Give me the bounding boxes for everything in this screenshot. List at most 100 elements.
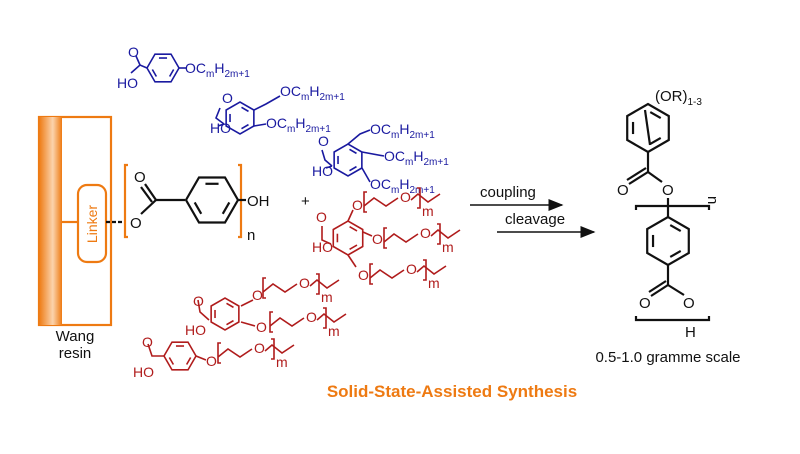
product-acid-carbonyl-o: O (639, 295, 651, 312)
acid-ho: HO (312, 239, 333, 255)
resin-bound-monomer: O O OH n (106, 163, 270, 244)
peg-oxygen: O (306, 309, 317, 325)
ether-oxygen: O (252, 287, 263, 303)
peg-bracket-right (423, 259, 427, 281)
acid-ho: HO (117, 75, 138, 91)
double-bond (669, 224, 682, 233)
acid-o: O (316, 209, 327, 225)
peg-repeat-m: m (428, 275, 440, 291)
peg-terminal (416, 264, 447, 275)
bond (321, 226, 332, 245)
peg-bracket-left (369, 263, 373, 285)
reaction-arrows: coupling cleavage (470, 184, 596, 238)
bond (347, 129, 371, 145)
bond (626, 167, 647, 181)
bond (195, 355, 207, 361)
double-bond (349, 225, 358, 232)
double-bond (349, 244, 358, 251)
bond (347, 254, 357, 268)
scale-label: 0.5-1.0 gramme scale (595, 349, 740, 366)
bond (147, 343, 164, 357)
peg-terminal (309, 278, 340, 289)
product-bracket-top (634, 204, 711, 210)
scheme-title: Solid-State-Assisted Synthesis (327, 382, 577, 401)
ether-oxygen: O (372, 231, 383, 247)
product-polyester: (OR)1-3 O O n O O H 0.5-1.0 gramme scale (595, 88, 740, 366)
double-bond (649, 136, 662, 145)
carbonyl-oxygen: O (134, 169, 146, 186)
bond (144, 183, 157, 201)
alkoxy-chain-2a: OCmH2m+1 (280, 83, 345, 103)
bond (648, 280, 667, 293)
peg-bracket-right (316, 273, 320, 295)
bond (667, 284, 685, 296)
acid-o: O (142, 334, 153, 350)
product-acid-o: O (683, 295, 695, 312)
alkoxy-chain-3c: OCmH2m+1 (370, 176, 435, 196)
peg-chain (217, 348, 253, 358)
hydroxyl-label: OH (247, 193, 270, 210)
bond (628, 171, 649, 185)
bond (361, 167, 371, 183)
peg-oxygen: O (406, 261, 417, 277)
bond (240, 299, 254, 307)
peg-repeat-m: m (442, 239, 454, 255)
bond (135, 55, 141, 66)
repeat-index-n: n (247, 227, 255, 244)
peg-repeat-m: m (328, 323, 340, 339)
acid-ho: HO (312, 163, 333, 179)
substituent-label: (OR)1-3 (655, 88, 702, 108)
peg-bracket-left (363, 191, 367, 213)
double-bond (241, 106, 249, 113)
product-ester-o: O (662, 182, 674, 199)
bond (643, 109, 652, 146)
double-bond (151, 69, 158, 77)
bond (253, 95, 281, 111)
benzene-ring (210, 297, 240, 331)
bond (240, 321, 256, 327)
peg-repeat-m: m (422, 203, 434, 219)
benzene-ring (333, 143, 363, 177)
peg-terminal (430, 228, 461, 239)
peg-bracket-right (323, 307, 327, 329)
ester-oxygen: O (130, 215, 142, 232)
double-bond (669, 249, 682, 258)
bond (362, 231, 373, 237)
benzene-ring (626, 102, 670, 154)
benzene-ring (225, 101, 255, 135)
peg-bracket-right (417, 187, 421, 209)
wang-resin: Linker Wang resin (37, 115, 113, 362)
peg-chain (262, 283, 298, 293)
double-bond (649, 111, 662, 120)
alkoxy-chain-3b: OCmH2m+1 (384, 148, 449, 168)
bond (361, 151, 385, 157)
alkoxy-chain-3a: OCmH2m+1 (370, 121, 435, 141)
ether-oxygen: O (206, 353, 217, 369)
peg-terminal (410, 192, 441, 203)
linker-label: Linker (84, 205, 100, 243)
peg-repeat-m: m (276, 354, 288, 370)
alkoxy-chain-1: OCmH2m+1 (185, 60, 250, 80)
resin-bead-surface (39, 117, 62, 325)
ether-oxygen: O (256, 319, 267, 335)
peg-oxygen: O (254, 340, 265, 356)
peg-bracket-left (269, 311, 273, 333)
alkoxy-chain-2b: OCmH2m+1 (266, 115, 331, 135)
acid-ho: HO (185, 322, 206, 338)
peg-repeat-m: m (321, 289, 333, 305)
peg-terminal (316, 312, 347, 323)
peg-chain (363, 197, 399, 207)
peg-bracket-right (437, 223, 441, 245)
double-bond (349, 165, 357, 172)
bond (215, 107, 225, 125)
bond (217, 123, 225, 127)
peg-oxygen: O (420, 225, 431, 241)
bond (197, 299, 210, 321)
repeat-bracket-left (123, 163, 128, 239)
resin-name-line2: resin (59, 345, 92, 362)
bond (140, 199, 157, 215)
ether-oxygen: O (352, 197, 363, 213)
ether-oxygen: O (358, 267, 369, 283)
coupling-label: coupling (480, 184, 536, 201)
acid-ho: HO (133, 364, 154, 380)
